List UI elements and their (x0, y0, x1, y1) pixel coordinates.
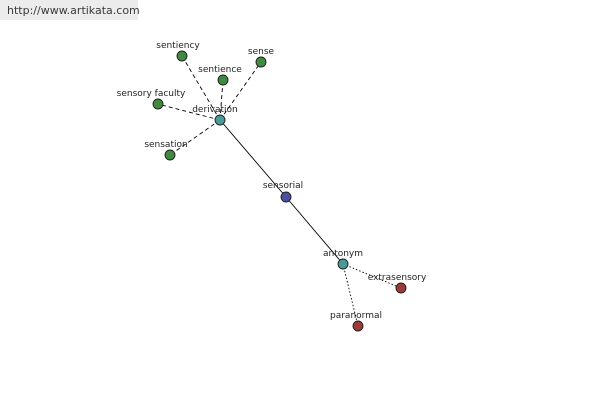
labels-layer: sensorial derivation antonym sentiency sense… (117, 41, 427, 321)
node-label-sensation[interactable]: sensation (144, 140, 187, 150)
node-label-sentience[interactable]: sentience (198, 65, 242, 75)
node-label-extrasensory[interactable]: extrasensory (368, 273, 427, 283)
node-paranormal[interactable] (352, 320, 364, 332)
edge-derivation-sensory-faculty (157, 103, 221, 121)
nodes-layer (152, 50, 407, 332)
edges-layer (157, 55, 402, 327)
node-sentiency[interactable] (176, 50, 188, 62)
node-label-sensorial[interactable]: sensorial (263, 181, 303, 191)
node-label-paranormal[interactable]: paranormal (330, 311, 382, 321)
node-label-sense[interactable]: sense (248, 47, 275, 57)
node-label-antonym[interactable]: antonym (323, 249, 363, 259)
node-sense[interactable] (255, 56, 267, 68)
node-sensorial[interactable] (280, 191, 292, 203)
node-sentience[interactable] (217, 74, 229, 86)
edge-sensorial-antonym (285, 196, 344, 265)
node-label-derivation[interactable]: derivation (192, 105, 238, 115)
node-extrasensory[interactable] (395, 282, 407, 294)
node-antonym[interactable] (337, 258, 349, 270)
site-url-link[interactable]: http://www.artikata.com (7, 4, 140, 17)
url-banner: http://www.artikata.com (0, 0, 140, 20)
edge-derivation-sense (219, 61, 262, 121)
node-sensory-faculty[interactable] (152, 98, 164, 110)
node-derivation[interactable] (214, 114, 226, 126)
edge-derivation-sensation (169, 119, 221, 156)
edge-antonym-paranormal (342, 263, 359, 327)
node-label-sensory-faculty[interactable]: sensory faculty (117, 89, 186, 99)
node-label-sentiency[interactable]: sentiency (156, 41, 200, 51)
edge-derivation-sentiency (181, 55, 221, 121)
edge-sensorial-derivation (219, 119, 287, 198)
node-sensation[interactable] (164, 149, 176, 161)
